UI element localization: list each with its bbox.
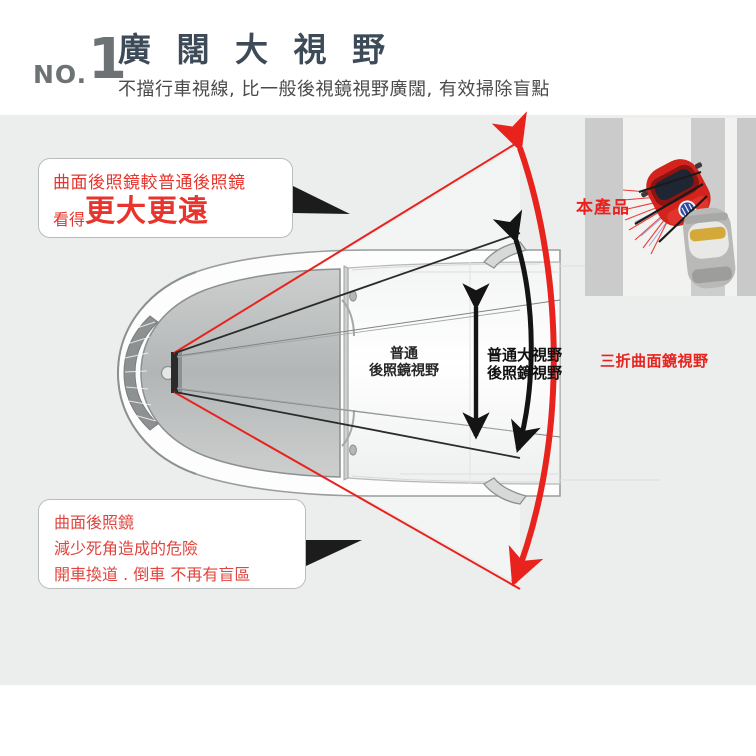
callout-top-line2-small: 看得 — [53, 210, 86, 229]
rearview-mirror-origin — [171, 352, 182, 393]
callout-top-line1: 曲面後照鏡較普通後照鏡 — [53, 173, 246, 193]
callout-bottom-line1: 曲面後照鏡 — [54, 513, 135, 532]
measure-arrows — [462, 111, 557, 587]
callout-pointers — [293, 186, 362, 566]
callout-top-line2-big: 更大更遠 — [85, 194, 210, 229]
product-demo-photo — [585, 118, 756, 296]
label-this-product: 本產品 — [576, 198, 630, 218]
field-of-view-rays — [173, 140, 561, 590]
label-normal-mirror-view-line1: 普通 — [390, 346, 418, 362]
label-wide-mirror-view-line1: 普通大視野 — [487, 346, 563, 364]
label-triple-curved-mirror-view: 三折曲面鏡視野 — [600, 352, 709, 370]
callout-top-line2: 看得更大更遠 — [53, 197, 209, 228]
callout-top-pointer — [293, 186, 350, 214]
callout-bottom-line2: 減少死角造成的危險 — [54, 539, 199, 558]
label-wide-mirror-view: 普通大視野 後照鏡視野 — [487, 346, 562, 383]
header-no-number: 1 — [88, 27, 127, 92]
header: NO. 1 廣 闊 大 視 野 不擋行車視線, 比一般後視鏡視野廣闊, 有效掃除… — [0, 0, 756, 115]
callout-top: 曲面後照鏡較普通後照鏡 看得更大更遠 — [38, 158, 293, 238]
callout-bottom: 曲面後照鏡 減少死角造成的危險 開車換道 . 倒車 不再有盲區 — [38, 499, 306, 589]
page-subtitle: 不擋行車視線, 比一般後視鏡視野廣闊, 有效掃除盲點 — [118, 79, 550, 100]
callout-bottom-pointer — [306, 540, 362, 566]
label-normal-mirror-view-line2: 後照鏡視野 — [369, 363, 439, 380]
callout-bottom-line3: 開車換道 . 倒車 不再有盲區 — [54, 565, 251, 584]
label-wide-mirror-view-line2: 後照鏡視野 — [487, 364, 563, 383]
label-normal-mirror-view: 普通 後照鏡視野 — [369, 346, 439, 380]
header-no-prefix: NO. — [33, 60, 88, 89]
page-title: 廣 闊 大 視 野 — [118, 30, 392, 69]
